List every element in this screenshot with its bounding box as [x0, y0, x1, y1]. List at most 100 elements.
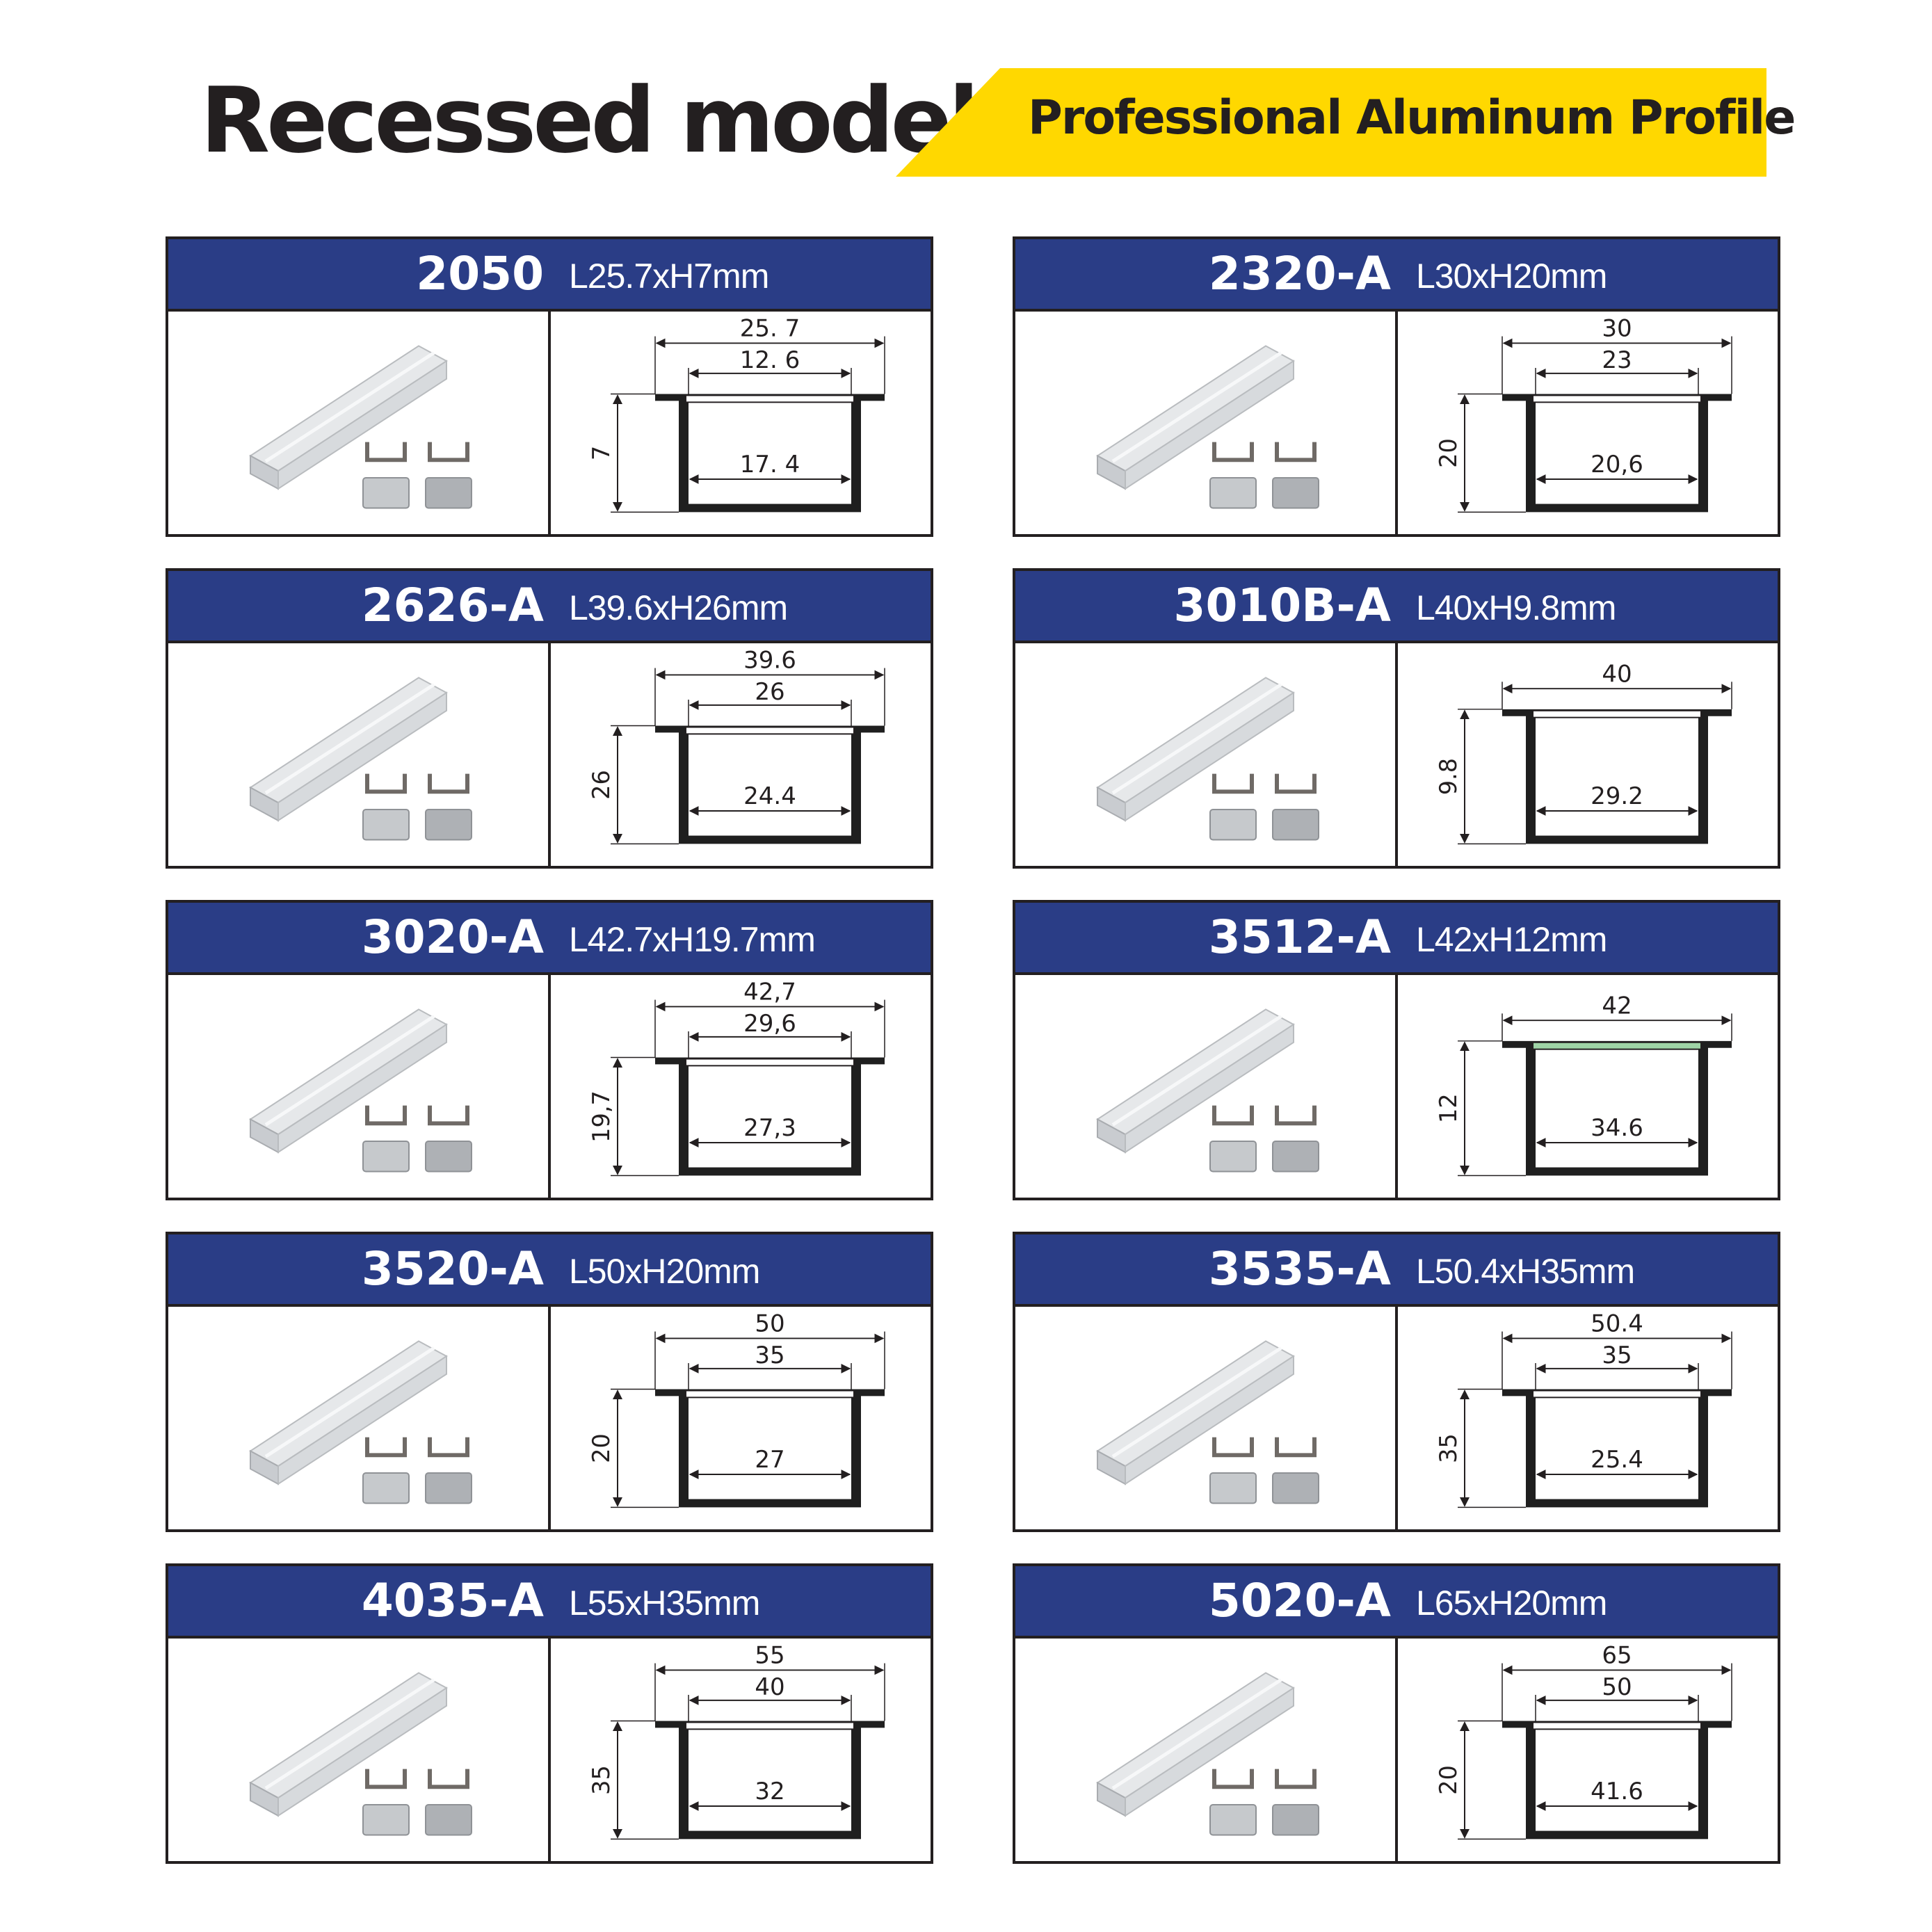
diffuser — [685, 394, 855, 403]
dimension-label: 27,3 — [743, 1114, 796, 1141]
dimension-label: 7 — [588, 446, 615, 460]
extrusion-highlight — [264, 351, 435, 463]
product-photo — [1015, 312, 1398, 534]
profile-photo-icon — [249, 345, 472, 509]
mounting-clip-icon — [1275, 1105, 1317, 1126]
mounting-clip-icon — [365, 1769, 407, 1789]
end-cap-icon — [1272, 1804, 1319, 1836]
extrusion-side — [1125, 691, 1294, 822]
mounting-clip-icon — [365, 773, 407, 794]
end-cap-icon — [362, 809, 410, 841]
product-photo — [1015, 975, 1398, 1198]
dimension-label: 50 — [1602, 1673, 1632, 1700]
product-photo-svg — [249, 1672, 472, 1836]
diffuser — [1532, 1721, 1702, 1730]
mounting-clip-icon — [1275, 442, 1317, 462]
product-photo-svg — [1096, 1008, 1319, 1173]
diffuser — [1532, 1390, 1702, 1399]
profile-photo-icon — [249, 677, 472, 841]
profile-channel — [1536, 1396, 1698, 1499]
mounting-clip-icon — [365, 1437, 407, 1458]
end-cap-icon — [1272, 1141, 1319, 1173]
product-photo — [1015, 1639, 1398, 1861]
dimension-label: 9.8 — [1435, 758, 1462, 795]
profile-channel — [1536, 401, 1698, 504]
profile-channel — [689, 1064, 851, 1168]
dimension-label: 35 — [588, 1765, 615, 1795]
dimension-label: 42,7 — [743, 979, 796, 1006]
mounting-clip-icon — [1212, 1769, 1254, 1789]
dimension-label: 20,6 — [1591, 451, 1643, 478]
diffuser — [1532, 1041, 1702, 1050]
dimension-label: 41.6 — [1591, 1778, 1643, 1805]
extrusion-side — [277, 1687, 447, 1817]
dimension-label: 17. 4 — [740, 451, 800, 478]
dimension-label: 27 — [755, 1446, 784, 1473]
dimension-label: 20 — [1435, 1765, 1462, 1795]
model-number: 2626-A — [361, 579, 544, 632]
dimension-label: 40 — [755, 1673, 784, 1700]
profile-photo-icon — [1096, 1340, 1319, 1504]
dimension-label: 26 — [755, 678, 784, 705]
product-photo-svg — [1096, 1672, 1319, 1836]
dimension-label: 23 — [1602, 346, 1632, 373]
dimension-label: 55 — [755, 1642, 784, 1669]
extrusion-side — [1125, 1355, 1294, 1486]
profile-channel — [1536, 716, 1698, 836]
card-header: 2626-A L39.6xH26mm — [168, 571, 931, 643]
dimension-label: 29,6 — [743, 1010, 796, 1037]
model-dimensions: L50.4xH35mm — [1416, 1252, 1635, 1291]
dimension-label: 35 — [1435, 1433, 1462, 1463]
end-cap-icon — [425, 809, 472, 841]
extrusion-side — [1125, 360, 1294, 490]
dimension-label: 25.4 — [1591, 1446, 1643, 1473]
dimension-label: 19,7 — [588, 1090, 615, 1143]
diffuser — [685, 1390, 855, 1399]
cross-section-svg: 42,7 29,6 27,3 19,7 — [588, 979, 885, 1177]
cross-section-drawing: 40 29.2 9.8 — [1398, 643, 1778, 866]
model-dimensions: L42.7xH19.7mm — [569, 920, 816, 959]
model-dimensions: L55xH35mm — [569, 1584, 760, 1623]
banner-text: Professional Aluminum Profile — [1028, 90, 1796, 145]
banner-ribbon — [896, 68, 1766, 177]
dimension-label: 29.2 — [1591, 782, 1643, 810]
product-photo — [168, 1307, 551, 1529]
diffuser — [1532, 709, 1702, 718]
extrusion-side — [277, 1023, 447, 1154]
profile-photo-icon — [1096, 1008, 1319, 1173]
model-number: 3010B-A — [1173, 579, 1391, 632]
end-cap-icon — [425, 477, 472, 509]
profile-channel — [689, 732, 851, 836]
model-dimensions: L65xH20mm — [1416, 1584, 1607, 1623]
dimension-label: 12. 6 — [740, 346, 800, 373]
model-dimensions: L40xH9.8mm — [1416, 588, 1616, 627]
dimension-label: 24.4 — [743, 782, 796, 810]
model-dimensions: L39.6xH26mm — [569, 588, 788, 627]
product-photo — [168, 643, 551, 866]
profile-photo-icon — [249, 1340, 472, 1504]
extrusion-highlight — [1111, 1015, 1282, 1127]
dimension-label: 40 — [1602, 661, 1632, 688]
dimension-label: 34.6 — [1591, 1114, 1643, 1141]
product-card: 3010B-A L40xH9.8mm 40 29.2 9.8 — [1013, 568, 1780, 869]
model-number: 2320-A — [1208, 247, 1391, 300]
mounting-clip-icon — [1212, 442, 1254, 462]
product-photo — [168, 975, 551, 1198]
profile-photo-icon — [249, 1008, 472, 1173]
product-photo-svg — [1096, 677, 1319, 841]
